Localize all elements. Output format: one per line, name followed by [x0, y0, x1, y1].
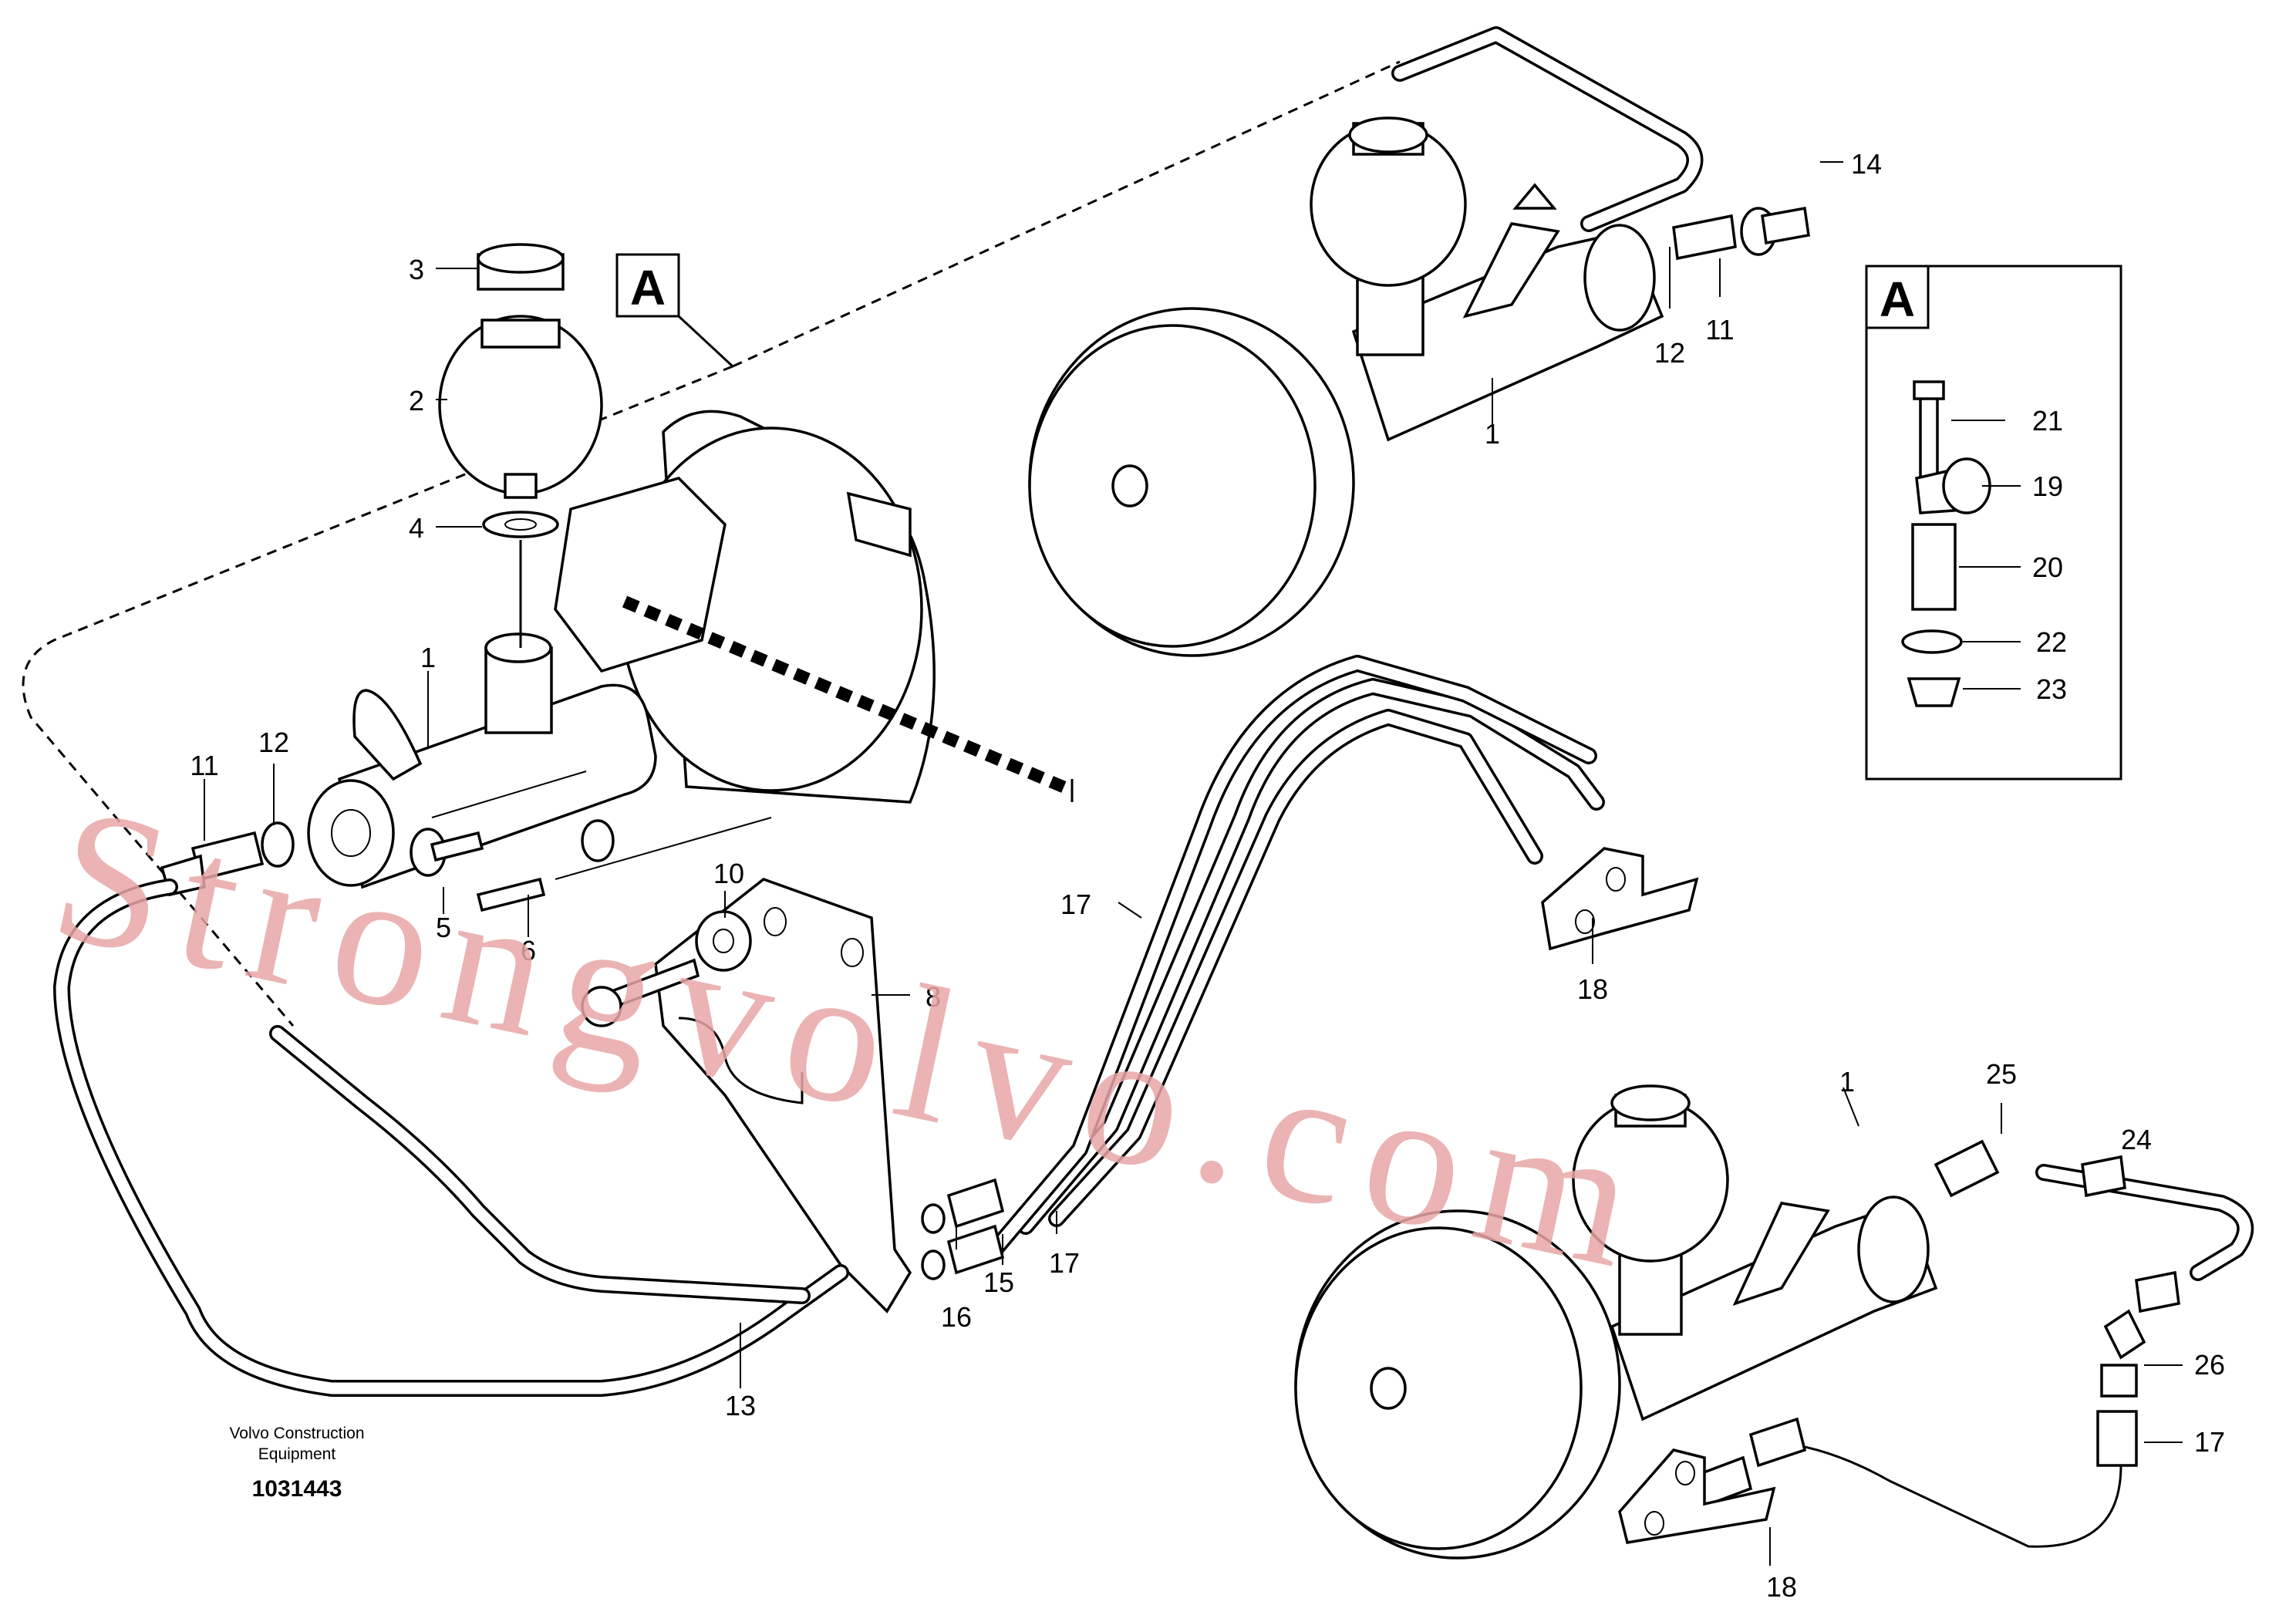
callout-8: 8 — [925, 981, 941, 1013]
pipe-14 — [1391, 26, 1810, 261]
drawing-caption: Volvo Construction Equipment 1031443 — [229, 1425, 364, 1502]
drawing-number: 1031443 — [252, 1476, 342, 1502]
detail-a-marker: A — [615, 253, 734, 368]
callout-1-top: 1 — [1485, 418, 1500, 450]
booster-hatched-plane — [622, 595, 1075, 802]
callout-19: 19 — [2032, 470, 2063, 502]
callout-20: 20 — [2032, 551, 2063, 583]
callout-13: 13 — [725, 1390, 756, 1421]
callout-5: 5 — [436, 912, 451, 943]
callout-10: 10 — [713, 858, 744, 889]
callout-12-right: 12 — [1654, 337, 1685, 369]
callout-4: 4 — [409, 512, 424, 544]
reference-dashed-line — [22, 60, 1401, 1027]
leader-lines — [204, 161, 2183, 1566]
callout-17-right: 17 — [2194, 1426, 2225, 1458]
caption-line-2: Equipment — [258, 1445, 336, 1463]
callout-11-left: 11 — [190, 750, 218, 781]
brake-cylinder-bottom — [1294, 1084, 1938, 1560]
callout-22: 22 — [2036, 626, 2067, 658]
bracket-18-lower — [1618, 1448, 1776, 1544]
callout-3: 3 — [409, 254, 424, 285]
detail-marker-letter: A — [630, 260, 666, 315]
callout-18-upper: 18 — [1577, 973, 1608, 1005]
callout-14: 14 — [1851, 148, 1882, 180]
bracket-plate — [581, 878, 912, 1313]
callout-2: 2 — [409, 385, 424, 416]
left-fittings — [160, 771, 772, 912]
bracket-18-upper — [1541, 847, 1699, 951]
brake-cylinder-top — [1028, 116, 1664, 657]
callout-23: 23 — [2036, 673, 2067, 705]
callout-21: 21 — [2032, 405, 2063, 437]
callout-18-lower: 18 — [1766, 1571, 1797, 1603]
callout-numbers: 3 2 4 1 11 12 5 6 10 8 13 16 15 17 17 14… — [190, 148, 2225, 1603]
callout-17-middle: 17 — [1060, 889, 1091, 920]
callout-6: 6 — [521, 935, 536, 966]
reservoir-stack — [438, 243, 603, 648]
callout-16: 16 — [941, 1301, 972, 1333]
callout-26: 26 — [2194, 1349, 2225, 1381]
union-fittings — [921, 1178, 1005, 1280]
callout-24: 24 — [2121, 1124, 2152, 1155]
callout-1-bottom: 1 — [1839, 1066, 1855, 1098]
callout-15: 15 — [983, 1266, 1014, 1298]
caption-line-1: Volvo Construction — [229, 1425, 364, 1442]
callout-17-bottom: 17 — [1049, 1247, 1080, 1279]
pipe-13 — [53, 878, 849, 1397]
bottom-right-piping — [1679, 1139, 2254, 1548]
detail-box-letter: A — [1880, 271, 1915, 327]
callout-25: 25 — [1986, 1058, 2017, 1090]
callout-11-right: 11 — [1705, 314, 1734, 346]
pipe-17-group — [986, 655, 1605, 1258]
callout-12-left: 12 — [258, 727, 289, 758]
callout-1-main: 1 — [420, 642, 436, 673]
detail-a-box: A — [1865, 265, 2122, 781]
